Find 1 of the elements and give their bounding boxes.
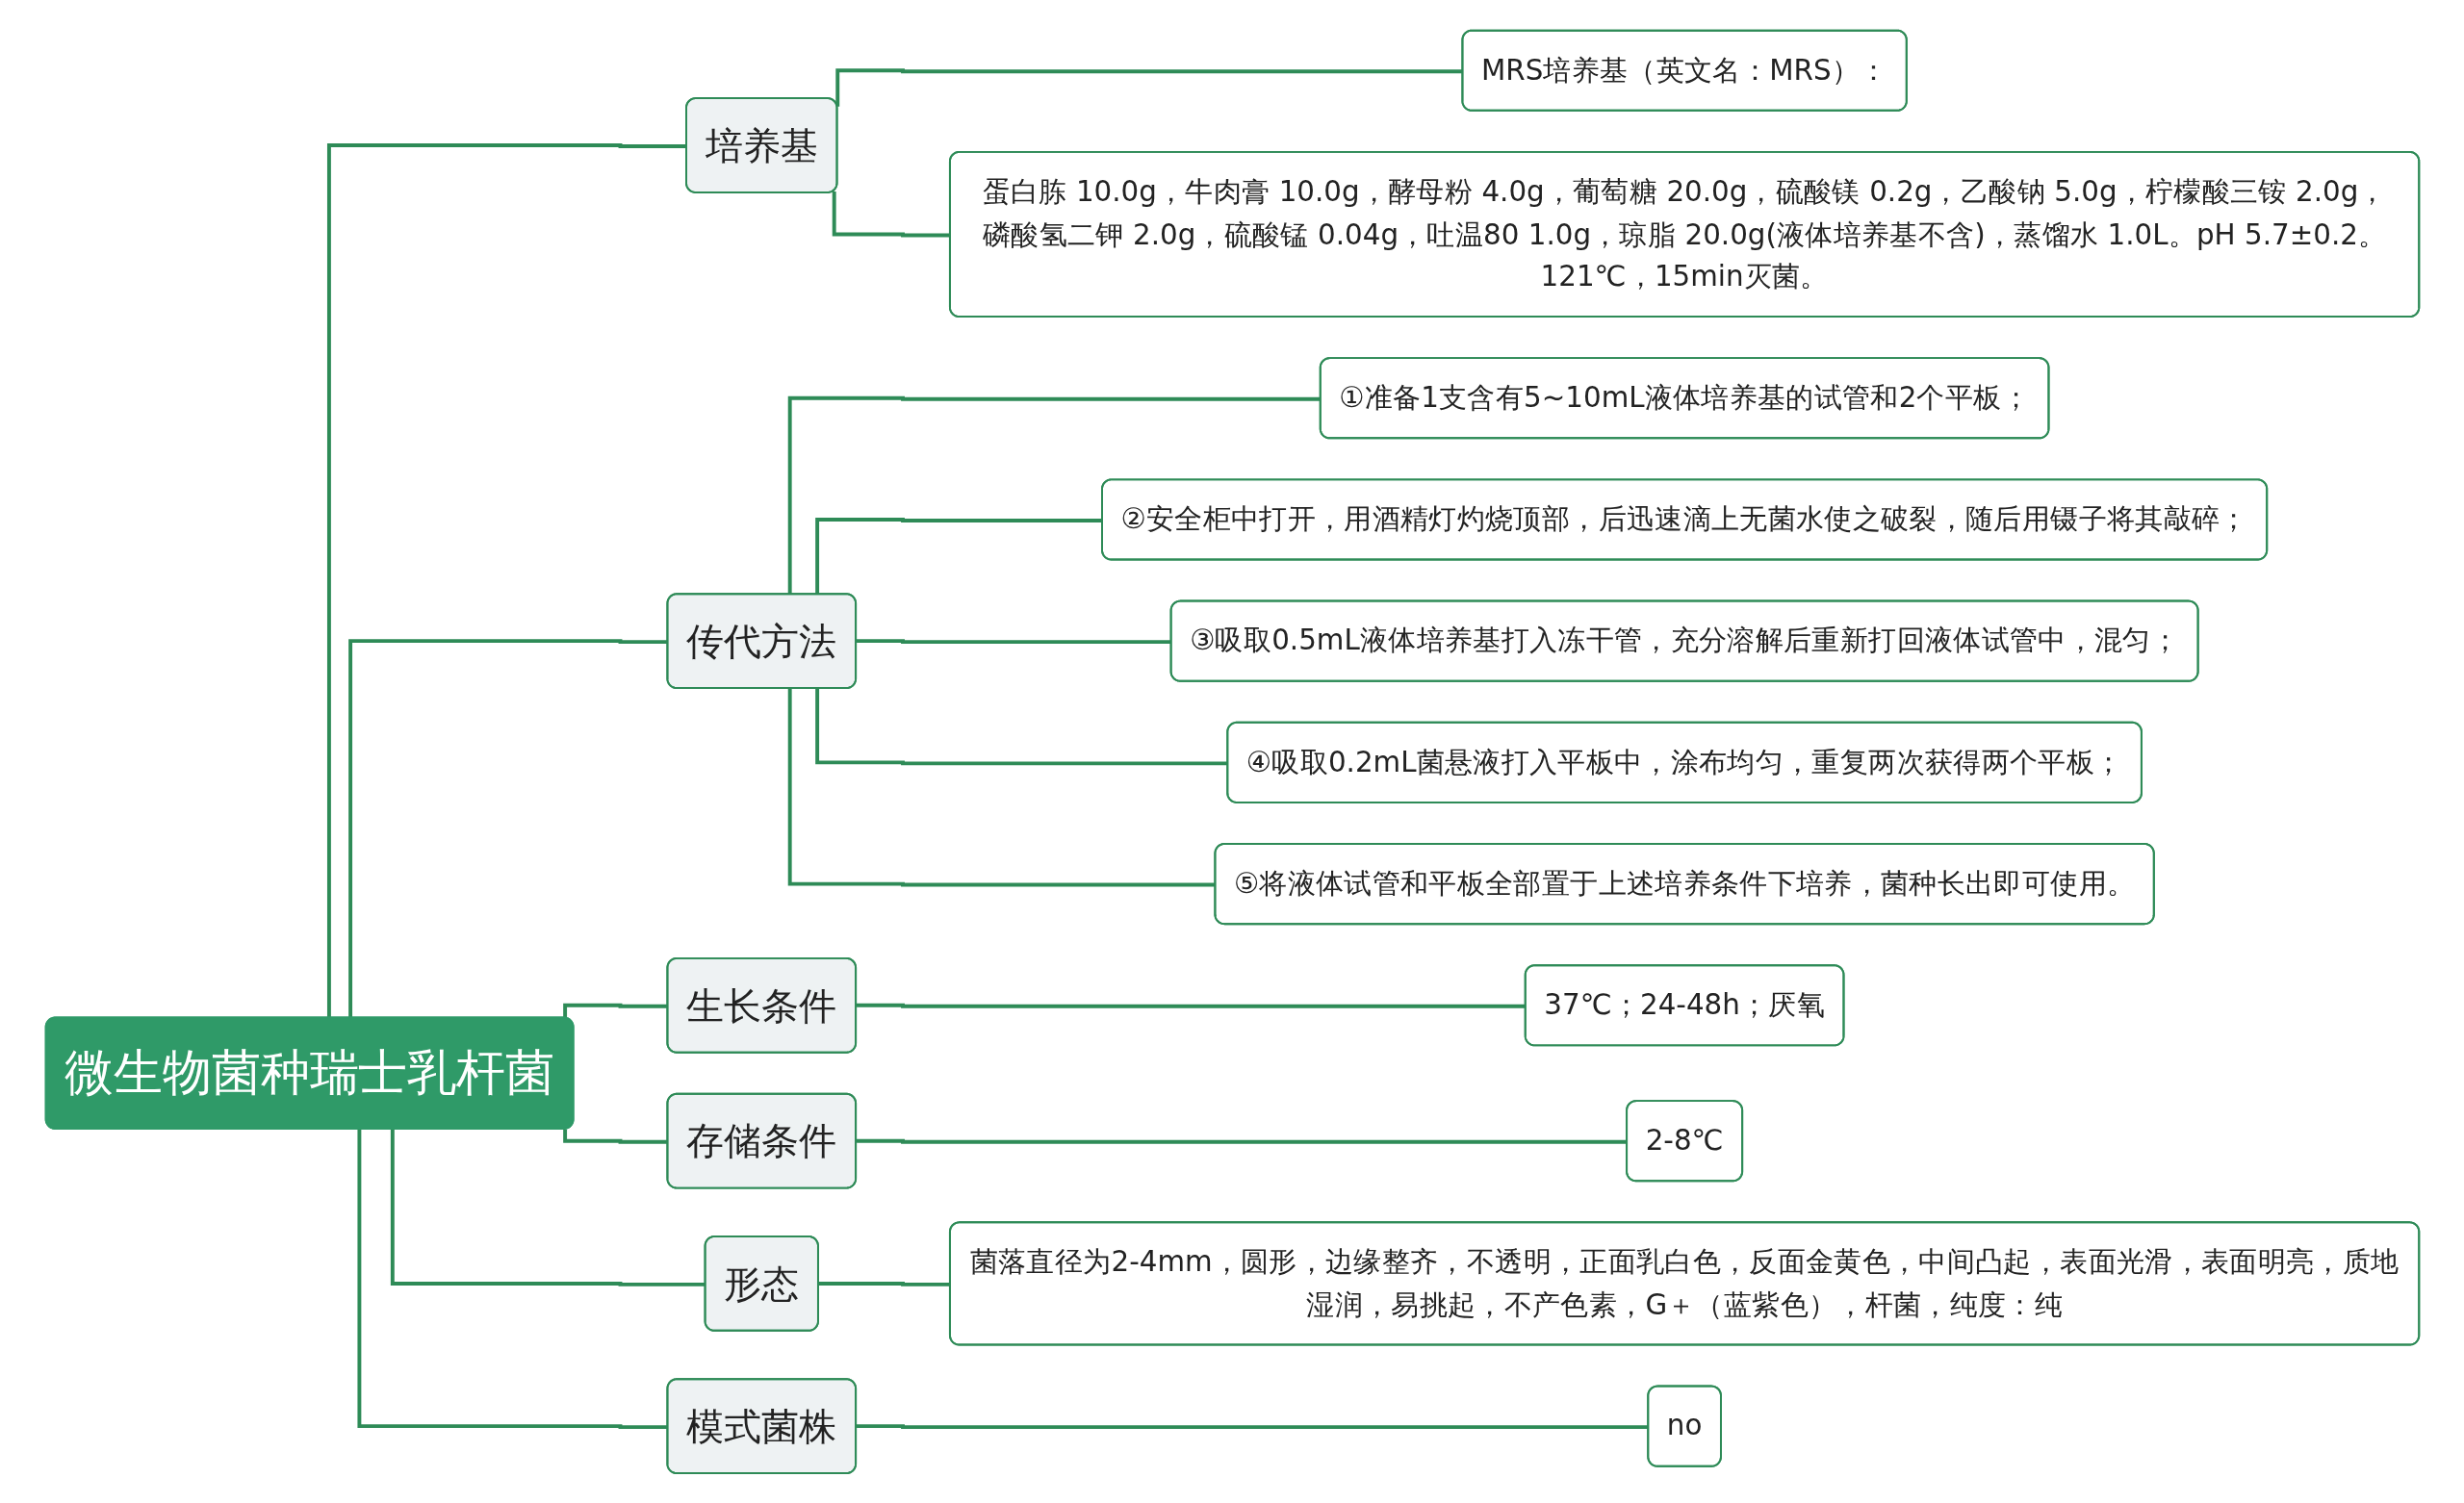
mind-map-drawing: 微生物菌种瑞士乳杆菌 培养基 MRS培养基（英文名：MRS）： 蛋白胨 10.0g，牛肉膏 10.0g，酵母粉 4.0g，葡萄糖 20.0g，硫酸镁 0.2g，乙酸钠 5.0g，柠檬酸三铵 2.0g，磷酸氢二钾 2.0g，硫酸锰 0.04g，吐温80 1.0g，琼脂 20.0g(液体培养基不含)，蒸馏水 1.0L。pH 5.7±0.2。121℃，15min灭菌。 传代方法 ①准备1支含有5~10mL液体培养基的试管和2个平板； ②安全柜中打开，用酒精灯灼烧顶部，后迅速滴上无菌水使之破裂，随后用镊子将其敲碎； ③吸取0.5mL液体培养基打入冻干管，充分溶解后重新打回液体试管中，混匀； ④吸取0.2mL菌悬液打入平板中，涂布均匀，重复两次获得两个平板； ⑤将液体试管和平板全部置于上述培养条件下培养，菌种长出即可使用。 生长条件 37℃；24-48h；厌氧 存储条件 2-8℃ 形态 菌落直径为2-4mm，圆形，边缘整齐，不透明，正面乳白色，反面金黄色，中间凸起，表面光滑，表面明亮，质地湿润，易挑起，不产色素，G＋（蓝紫色），杆菌，纯度：纯 模式菌株 no	[30, 14, 2434, 1489]
